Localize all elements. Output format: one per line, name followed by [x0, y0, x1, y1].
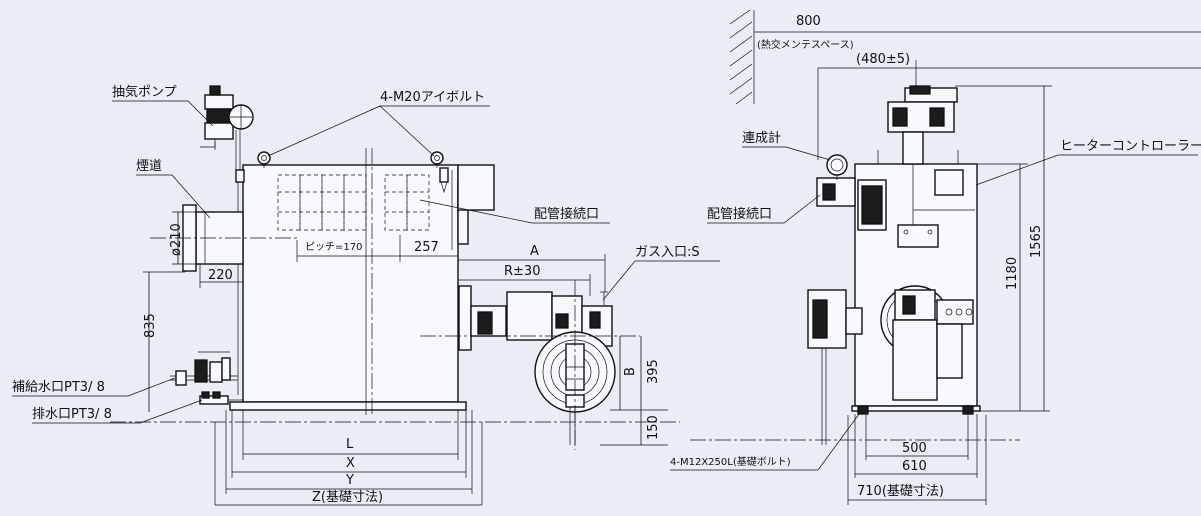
label-eye-bolt: 4-M20アイボルト — [380, 90, 485, 105]
dim-L: L — [346, 437, 354, 452]
dim-pitch: ピッチ=170 — [305, 241, 362, 253]
label-compound-gauge: 連成計 — [742, 130, 781, 146]
front-view: 抽気ポンプ 煙道 4-M20アイボルト 配管接続口 ガス入口:S 補給水口PT3… — [12, 84, 720, 506]
eye-bolt-right — [430, 151, 449, 194]
label-gas-inlet: ガス入口:S — [635, 245, 700, 260]
dim-R: R±30 — [504, 264, 540, 279]
dim-X: X — [346, 456, 355, 471]
label-foundation-bolt: 4-M12X250L(基礎ボルト) — [670, 455, 791, 468]
extraction-pump — [200, 85, 254, 183]
compound-gauge — [816, 154, 856, 207]
label-flue: 煙道 — [136, 159, 162, 174]
dim-220: 220 — [208, 268, 233, 283]
wall-hatch — [729, 9, 755, 105]
dim-A: A — [530, 244, 539, 259]
dim-480: (480±5) — [856, 52, 910, 67]
dim-395: 395 — [646, 359, 661, 384]
burner-assembly — [420, 280, 640, 450]
dim-150: 150 — [646, 415, 661, 440]
dim-Z: Z(基礎寸法) — [312, 490, 383, 505]
dim-800: 800 — [796, 14, 821, 29]
dim-710: 710(基礎寸法) — [857, 484, 944, 499]
dim-500: 500 — [902, 441, 927, 456]
side-top-pump — [877, 85, 959, 165]
label-heater-controller: ヒーターコントローラー — [1060, 139, 1201, 154]
dim-1565: 1565 — [1029, 225, 1044, 258]
dim-1180: 1180 — [1005, 257, 1020, 290]
dim-phi210: ø210 — [169, 223, 184, 256]
dim-B: B — [623, 367, 638, 376]
side-dimensions: 800 (熱交メンテスペース) (480±5) 1565 1180 500 — [754, 14, 1201, 501]
pipe-panel-grid — [277, 174, 430, 231]
label-pipe-conn-front: 配管接続口 — [534, 206, 599, 222]
dim-Y: Y — [345, 473, 354, 488]
eye-bolt-left — [257, 151, 271, 168]
flue-duct — [150, 204, 300, 272]
dim-257: 257 — [414, 240, 439, 255]
dim-835: 835 — [143, 313, 158, 338]
label-supply-port: 補給水口PT3/ 8 — [12, 380, 105, 395]
supply-drain-piping — [170, 351, 243, 405]
side-view: 連成計 ヒーターコントローラー 配管接続口 4-M12X250L(基礎ボルト) … — [670, 9, 1201, 505]
boiler-base — [229, 401, 467, 411]
boiler-body — [242, 164, 459, 403]
label-maintenance-space: (熱交メンテスペース) — [757, 38, 854, 51]
side-burner — [807, 285, 974, 445]
label-pipe-conn-side: 配管接続口 — [707, 206, 772, 222]
front-dimensions: ø210 220 835 ピッチ=170 257 A R±30 — [143, 211, 668, 506]
label-drain-port: 排水口PT3/ 8 — [32, 407, 112, 422]
label-extraction-pump: 抽気ポンプ — [112, 84, 177, 100]
dim-610: 610 — [902, 459, 927, 474]
